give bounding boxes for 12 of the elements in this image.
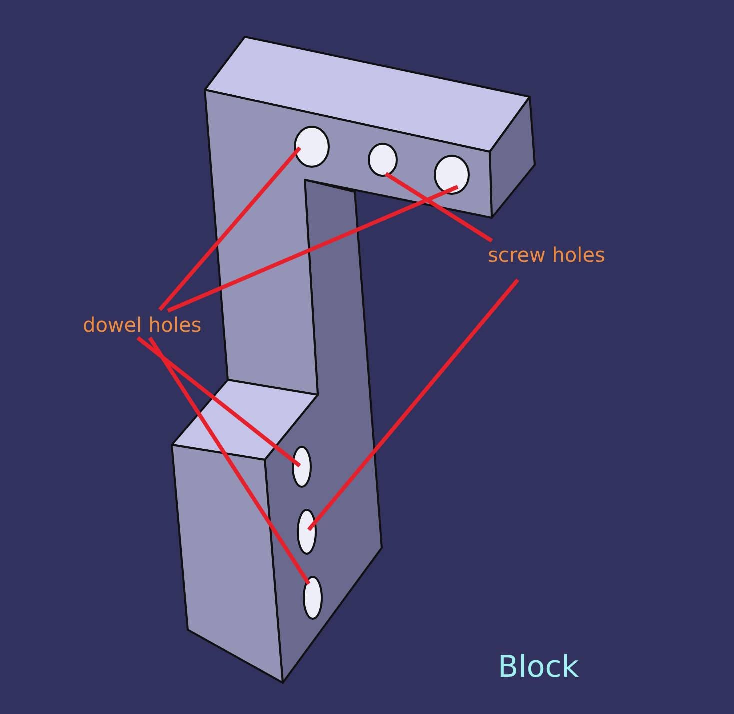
leader-line [136, 336, 302, 468]
hole [294, 126, 330, 168]
leader-line [148, 336, 311, 586]
hole [368, 143, 398, 177]
leader-line [384, 172, 494, 243]
part-name: Block [498, 650, 580, 686]
leader-line [167, 185, 459, 313]
hole [434, 155, 470, 195]
leader-line [158, 146, 302, 312]
leader-line [307, 278, 520, 532]
callout-text: dowel holes [83, 313, 202, 337]
callout-text: screw holes [488, 243, 606, 267]
